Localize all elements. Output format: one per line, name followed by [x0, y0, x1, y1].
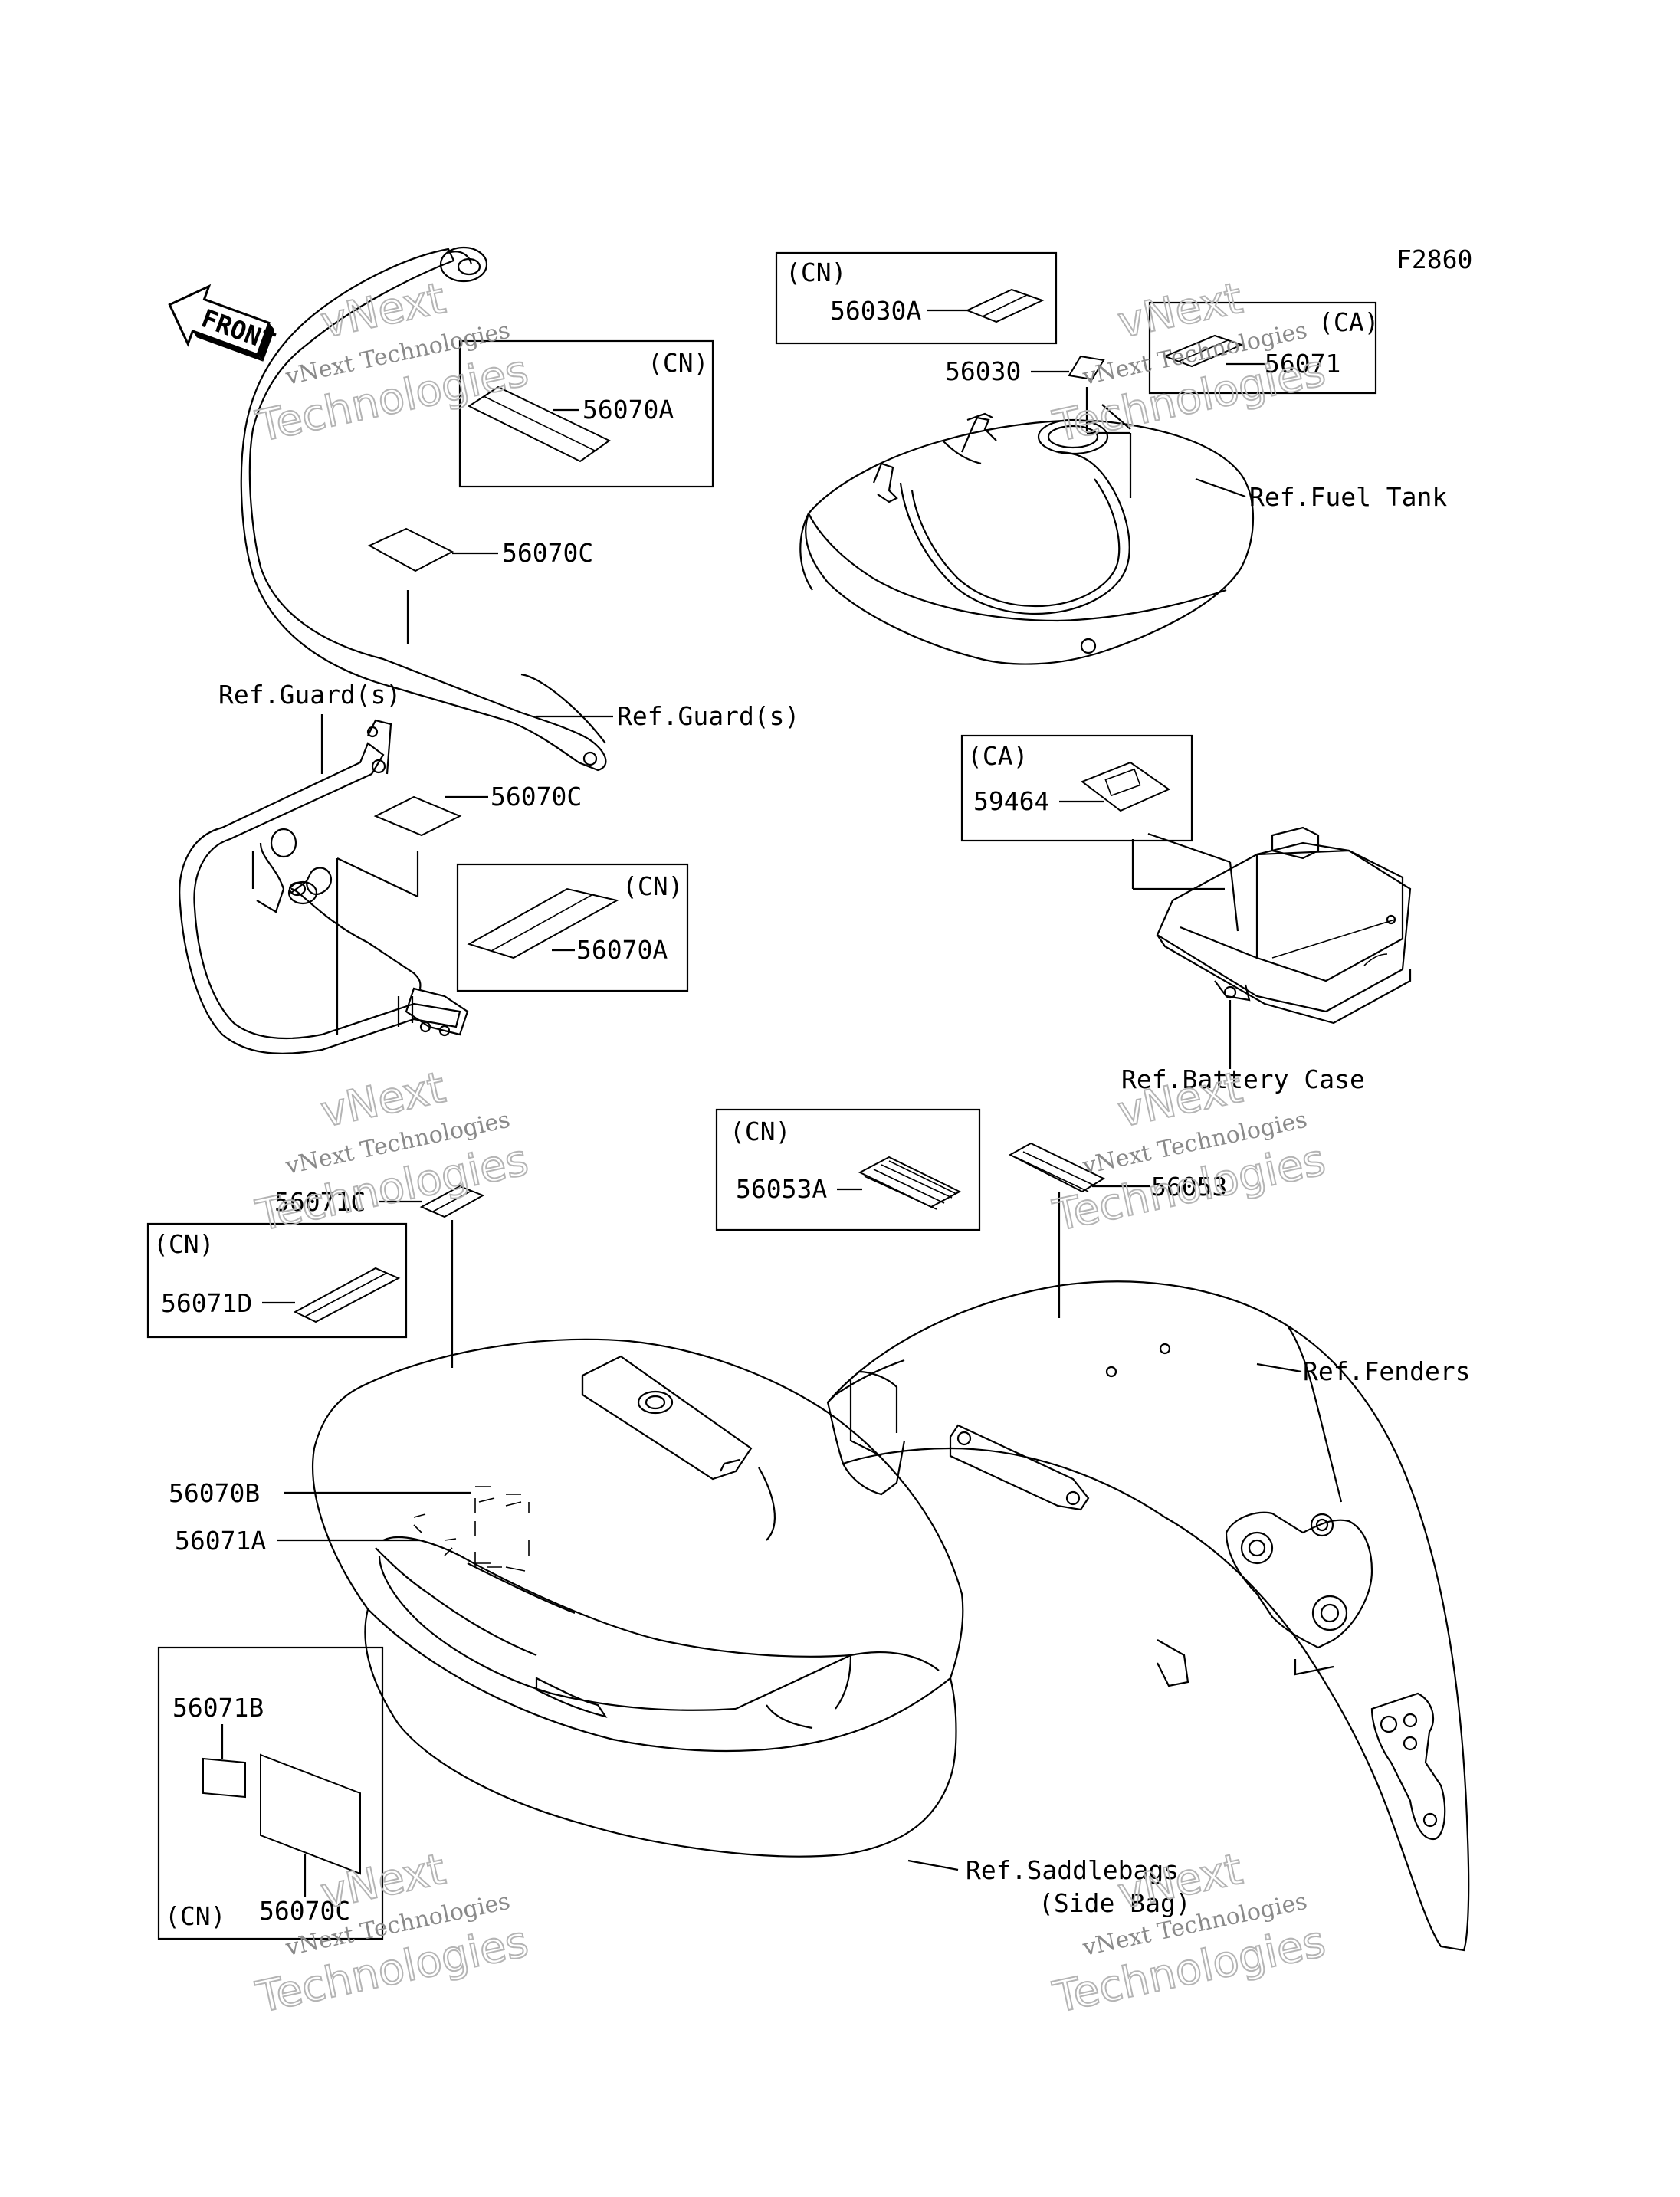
callout-56070A-top: 56070A: [582, 395, 674, 425]
watermark-2: vNext vNext Technologies Technologies: [1048, 273, 1330, 453]
callout-56030: 56030: [945, 356, 1021, 386]
label-56053A-sticker: [858, 1156, 962, 1210]
front-arrow-icon: FRONT: [168, 284, 279, 362]
label-56071B-sticker: [202, 1757, 246, 1799]
callout-56070A-mid: 56070A: [576, 935, 668, 965]
ca-box-56071: [1148, 301, 1377, 395]
cn-tag-4: (CN): [153, 1229, 214, 1259]
ca-box-59464: [960, 734, 1193, 842]
watermark-3: vNext vNext Technologies Technologies: [251, 1062, 533, 1242]
ca-tag-2: (CA): [967, 741, 1028, 771]
upper-guard: [240, 246, 607, 772]
cn-box-56070A-top: [458, 339, 714, 488]
label-59464-sticker: [1080, 761, 1171, 812]
cn-tag-6: (CN): [730, 1117, 790, 1146]
label-56070C-bot-sticker: [260, 1753, 361, 1875]
figure-code: F2860: [1396, 244, 1472, 274]
fuel-tank: [799, 412, 1255, 665]
cn-box-56071D: [146, 1222, 408, 1339]
lower-guard: [179, 719, 469, 1054]
callout-59464: 59464: [973, 786, 1049, 816]
callout-56071D: 56071D: [161, 1288, 252, 1318]
label-56070C-mid-sticker: [373, 795, 462, 837]
watermark-5: vNext vNext Technologies Technologies: [251, 1844, 533, 2024]
ref-saddlebags-1: Ref.Saddlebags: [966, 1855, 1179, 1885]
cn-box-56030A: [775, 251, 1058, 345]
callout-56071C: 56071C: [274, 1187, 366, 1217]
cn-tag-1: (CN): [648, 348, 708, 378]
callout-56030A: 56030A: [830, 296, 921, 326]
watermark-4: vNext vNext Technologies Technologies: [1048, 1062, 1330, 1242]
ref-guard-top: Ref.Guard(s): [617, 701, 799, 731]
label-56030-sticker: [1068, 355, 1105, 381]
ref-saddlebags-2: (Side Bag): [1039, 1888, 1191, 1918]
callout-56071B: 56071B: [172, 1693, 264, 1723]
ref-fuel-tank: Ref.Fuel Tank: [1249, 482, 1447, 512]
callout-56070C-top: 56070C: [502, 538, 593, 568]
callout-56070B: 56070B: [169, 1478, 260, 1508]
ca-tag-1: (CA): [1318, 307, 1379, 337]
fender: [826, 1280, 1470, 1952]
cn-tag-2: (CN): [622, 871, 683, 901]
ref-battery-case: Ref.Battery Case: [1121, 1064, 1365, 1094]
callout-56070C-bot: 56070C: [259, 1896, 350, 1926]
label-56070C-top-sticker: [367, 527, 454, 572]
battery-case: [1156, 826, 1412, 1025]
callout-56071A: 56071A: [175, 1526, 266, 1556]
callout-56053A: 56053A: [736, 1174, 827, 1204]
callout-56053: 56053: [1151, 1172, 1227, 1202]
cn-tag-5: (CN): [165, 1901, 225, 1931]
label-56053-sticker: [1008, 1142, 1106, 1193]
cn-box-56053A: [715, 1108, 981, 1231]
ref-fenders: Ref.Fenders: [1303, 1356, 1471, 1386]
cn-box-56070A-mid: [456, 863, 689, 992]
callout-56070C-mid: 56070C: [491, 782, 582, 812]
saddlebag: [311, 1338, 964, 1858]
label-56070A-mid-sticker: [467, 887, 619, 959]
cn-tag-3: (CN): [786, 257, 846, 287]
cn-box-56071B: [157, 1646, 384, 1940]
watermark-1: vNext vNext Technologies Technologies: [251, 273, 533, 453]
callout-56071: 56071: [1265, 349, 1340, 379]
ref-guard-left: Ref.Guard(s): [218, 680, 401, 710]
